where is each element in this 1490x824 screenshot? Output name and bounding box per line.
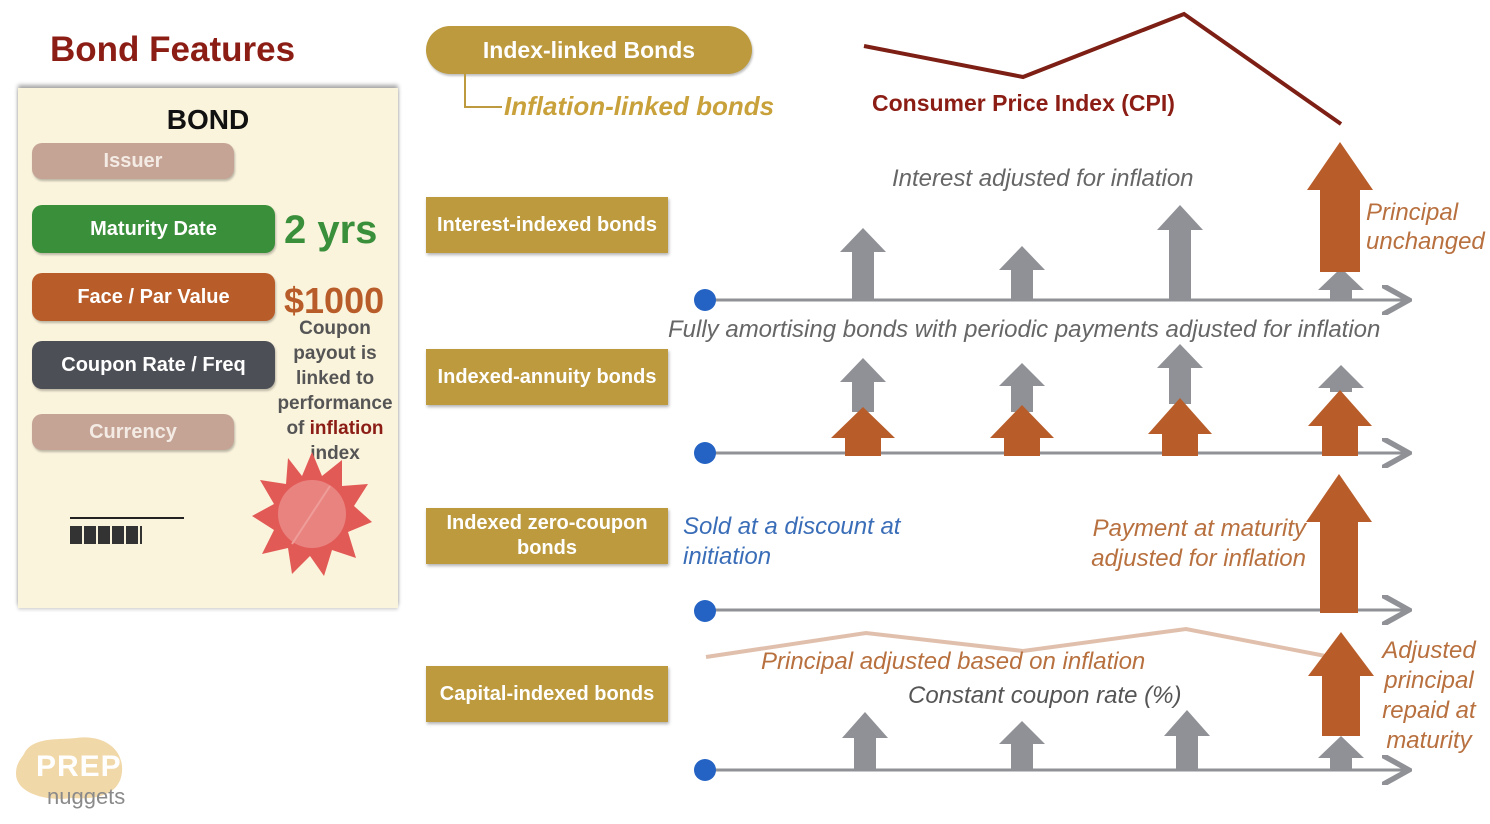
principal-arrow xyxy=(1306,474,1372,613)
coupon-arrow xyxy=(1318,268,1364,300)
coupon-arrow xyxy=(842,712,888,770)
index-linked-bonds-pill: Index-linked Bonds xyxy=(426,26,752,74)
page-title: Bond Features xyxy=(50,30,296,69)
payment-at-maturity-note: Payment at maturity adjusted for inflati… xyxy=(1091,515,1306,572)
timeline-start-dot xyxy=(694,600,716,622)
coupon-arrow xyxy=(1157,344,1203,404)
interest-indexed-box: Interest-indexed bonds xyxy=(426,197,668,253)
coupon-arrow xyxy=(999,246,1045,300)
coupon-rate-pill: Coupon Rate / Freq xyxy=(32,341,275,389)
adjusted-principal-note: Adjusted principal repaid at maturity xyxy=(1382,637,1476,754)
sold-at-discount-note: Sold at a discount at initiation xyxy=(683,513,901,570)
logo-word-prep: PREP xyxy=(36,750,122,783)
cpi-line xyxy=(863,11,1343,126)
timeline-start-dot xyxy=(694,289,716,311)
seal-icon xyxy=(252,452,372,576)
bond-card: BOND Issuer Maturity Date 2 yrs Face / P… xyxy=(18,88,398,608)
prep-nuggets-logo: PREP nuggets xyxy=(14,734,126,816)
principal-arrow xyxy=(990,405,1054,456)
indexed-annuity-box: Indexed-annuity bonds xyxy=(426,349,668,405)
coupon-note-end: index xyxy=(310,443,360,464)
signature-line xyxy=(70,517,184,519)
logo-word-nuggets: nuggets xyxy=(47,784,126,809)
principal-adjust-line xyxy=(705,626,1342,661)
cpi-label: Consumer Price Index (CPI) xyxy=(872,90,1175,116)
coupon-arrow xyxy=(1318,736,1364,770)
coupon-arrow xyxy=(840,358,886,412)
constant-coupon-note: Constant coupon rate (%) xyxy=(908,682,1182,709)
face-value-amount: $1000 xyxy=(284,280,385,321)
coupon-note-text: Coupon payout is linked to performance o… xyxy=(277,318,393,439)
coupon-arrow xyxy=(999,721,1045,770)
connector-horizontal xyxy=(464,106,502,108)
coupon-arrow xyxy=(1157,205,1203,300)
principal-arrow xyxy=(1307,142,1373,272)
coupon-arrow xyxy=(999,363,1045,412)
coupon-arrow xyxy=(1318,365,1364,392)
principal-adjusted-note: Principal adjusted based on inflation xyxy=(761,648,1146,675)
currency-pill: Currency xyxy=(32,414,234,450)
barcode-icon xyxy=(70,526,142,544)
principal-unchanged-note: Principal unchanged xyxy=(1366,199,1485,255)
logo-blob-icon xyxy=(16,737,123,799)
coupon-arrow xyxy=(840,228,886,300)
connector-vertical xyxy=(464,74,466,108)
coupon-note: Coupon payout is linked to performance o… xyxy=(267,316,403,466)
timeline-start-dot xyxy=(694,442,716,464)
coupon-note-highlight: inflation xyxy=(309,418,384,439)
principal-arrow xyxy=(1148,398,1212,456)
timeline-start-dot xyxy=(694,759,716,781)
maturity-value: 2 yrs xyxy=(284,208,378,252)
principal-arrow xyxy=(1308,390,1372,456)
interest-adjusted-note: Interest adjusted for inflation xyxy=(892,165,1194,192)
issuer-pill: Issuer xyxy=(32,143,234,179)
maturity-date-pill: Maturity Date xyxy=(32,205,275,253)
card-heading: BOND xyxy=(166,104,250,135)
amortising-note: Fully amortising bonds with periodic pay… xyxy=(668,316,1381,343)
inflation-linked-subtitle: Inflation-linked bonds xyxy=(504,91,775,121)
indexed-zero-coupon-box: Indexed zero-coupon bonds xyxy=(426,508,668,564)
coupon-arrow xyxy=(1164,710,1210,770)
principal-arrow xyxy=(831,407,895,456)
capital-indexed-box: Capital-indexed bonds xyxy=(426,666,668,722)
face-value-pill: Face / Par Value xyxy=(32,273,275,321)
principal-arrow xyxy=(1308,632,1374,736)
